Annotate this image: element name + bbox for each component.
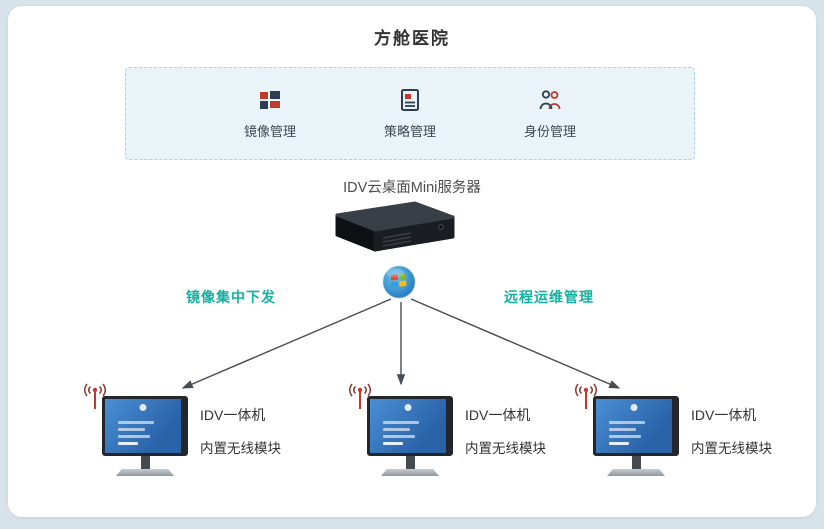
diagram-title: 方舱医院 [374, 29, 450, 48]
screen-logo [139, 404, 147, 411]
screen-logo [404, 404, 412, 411]
idv-monitor [102, 396, 188, 476]
client-name: IDV一体机 [691, 407, 757, 423]
panel-item-identity-management: 身份管理 [509, 87, 591, 140]
monitor-stand-neck [140, 456, 150, 469]
wireless-antenna-icon [82, 383, 108, 416]
monitor-stand-neck [405, 456, 415, 469]
client-feature: 内置无线模块 [200, 441, 281, 456]
monitor-screen [367, 396, 453, 456]
panel-item-label: 策略管理 [383, 124, 436, 139]
mini-server-image [315, 197, 475, 272]
client-group: IDV一体机 内置无线模块 [347, 383, 592, 508]
client-name: IDV一体机 [200, 407, 266, 423]
monitor-stand-base [381, 469, 439, 476]
screen-logo [630, 404, 638, 411]
identity-users-icon [537, 87, 563, 113]
idv-monitor [367, 396, 453, 476]
monitor-screen [102, 396, 188, 456]
monitor-screen [593, 396, 679, 456]
client-feature: 内置无线模块 [465, 441, 546, 456]
server-label: IDV云桌面Mini服务器 [343, 180, 481, 196]
panel-item-label: 身份管理 [523, 124, 576, 139]
client-name: IDV一体机 [465, 407, 531, 423]
flow-label-image-distribution: 镜像集中下发 [186, 289, 276, 305]
window-grid-icon [257, 87, 283, 113]
monitor-stand-base [116, 469, 174, 476]
monitor-stand-base [607, 469, 665, 476]
panel-item-label: 镜像管理 [243, 124, 296, 139]
policy-document-icon [397, 87, 423, 113]
monitor-stand-neck [631, 456, 641, 469]
panel-item-image-management: 镜像管理 [229, 87, 311, 140]
flow-label-remote-ops: 远程运维管理 [504, 289, 594, 305]
client-group: IDV一体机 内置无线模块 [82, 383, 327, 508]
client-group: IDV一体机 内置无线模块 [573, 383, 818, 508]
client-feature: 内置无线模块 [691, 441, 772, 456]
windows-logo-icon [381, 264, 417, 300]
panel-item-policy-management: 策略管理 [369, 87, 451, 140]
idv-monitor [593, 396, 679, 476]
management-panel: 镜像管理 策略管理 身份管理 [125, 67, 695, 160]
